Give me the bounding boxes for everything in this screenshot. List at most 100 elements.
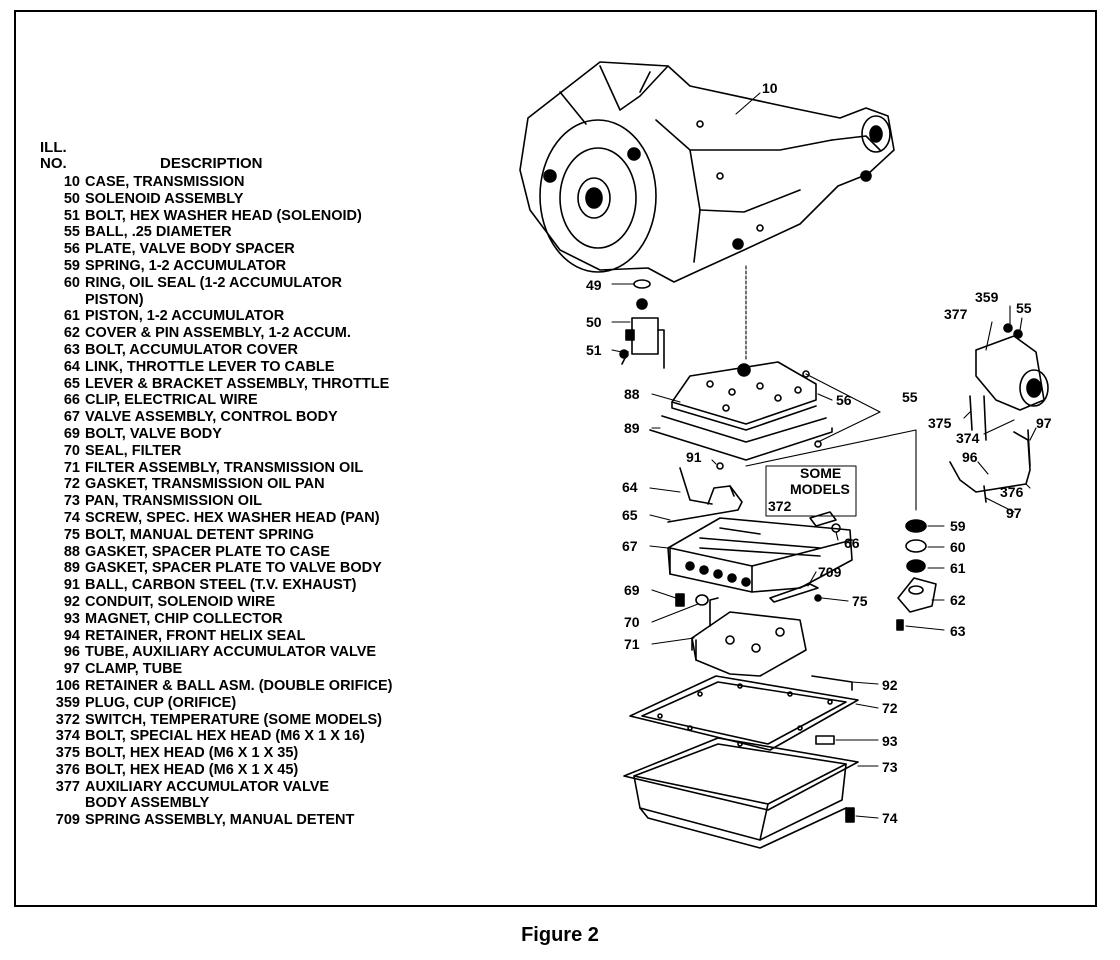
callout-96: 96 bbox=[962, 449, 978, 465]
legend-item: 67 VALVE ASSEMBLY, CONTROL BODY bbox=[40, 409, 338, 426]
legend-item-number: 92 bbox=[63, 593, 80, 610]
legend-header-no: NO. bbox=[40, 155, 67, 172]
callout-62: 62 bbox=[950, 592, 966, 608]
legend-item-number: 359 bbox=[55, 694, 80, 711]
legend-item: 55 BALL, .25 DIAMETER bbox=[40, 224, 232, 241]
legend-item-number: 96 bbox=[63, 644, 80, 661]
callout-75: 75 bbox=[852, 593, 868, 609]
callout-372: 372 bbox=[768, 498, 792, 514]
filter-drawing bbox=[691, 597, 807, 677]
callout-375: 375 bbox=[928, 415, 952, 431]
transmission-case-drawing bbox=[519, 61, 895, 283]
legend-item: 70 SEAL, FILTER bbox=[40, 443, 209, 460]
legend-item-description: VALVE ASSEMBLY, CONTROL BODY bbox=[85, 409, 338, 426]
callout-74: 74 bbox=[882, 810, 898, 826]
legend-item-number: 72 bbox=[63, 476, 80, 493]
legend-item-description: BOLT, SPECIAL HEX HEAD (M6 X 1 X 16) bbox=[85, 728, 365, 745]
figure-frame bbox=[14, 10, 1097, 907]
legend-item-description: SEAL, FILTER bbox=[85, 442, 182, 459]
legend-item-number: 91 bbox=[63, 577, 80, 594]
legend-item-description: CLIP, ELECTRICAL WIRE bbox=[85, 392, 258, 409]
legend-item-description: RETAINER, FRONT HELIX SEAL bbox=[85, 627, 306, 644]
legend-item-description: PLUG, CUP (ORIFICE) bbox=[85, 694, 237, 711]
legend-item-description: AUXILIARY ACCUMULATOR VALVE bbox=[85, 778, 330, 795]
callout-49: 49 bbox=[586, 277, 602, 293]
figure-caption: Figure 2 bbox=[521, 924, 599, 946]
legend-item-description: GASKET, SPACER PLATE TO CASE bbox=[85, 543, 330, 560]
legend-item-description: PAN, TRANSMISSION OIL bbox=[85, 493, 262, 510]
legend-item-number: 69 bbox=[63, 425, 80, 442]
callout-labels: 10 49 50 51 88 89 56 55 91 64 65 67 69 7… bbox=[586, 80, 1052, 826]
legend-item-number: 64 bbox=[63, 358, 80, 375]
legend-item-number: 94 bbox=[63, 627, 80, 644]
callout-64: 64 bbox=[622, 479, 638, 495]
legend-item-number: 55 bbox=[63, 224, 80, 241]
callout-67: 67 bbox=[622, 538, 638, 554]
legend-item-number: 75 bbox=[63, 526, 80, 543]
legend-item-description: RETAINER & BALL ASM. (DOUBLE ORIFICE) bbox=[85, 677, 393, 694]
callout-10: 10 bbox=[762, 80, 778, 96]
legend-item-description: LINK, THROTTLE LEVER TO CABLE bbox=[85, 358, 335, 375]
legend-item-number: 62 bbox=[63, 325, 80, 342]
throttle-lever-drawing bbox=[667, 467, 743, 523]
callout-60: 60 bbox=[950, 539, 966, 555]
callout-88: 88 bbox=[624, 386, 640, 402]
callout-55-aux: 55 bbox=[1016, 300, 1032, 316]
legend-item-description: GASKET, SPACER PLATE TO VALVE BODY bbox=[85, 560, 382, 577]
callout-50: 50 bbox=[586, 314, 602, 330]
legend-item-number: 10 bbox=[63, 174, 80, 190]
legend-item-number: 56 bbox=[63, 241, 80, 258]
legend-item-continuation: PISTON) bbox=[85, 291, 144, 308]
legend-item: 10 CASE, TRANSMISSION bbox=[40, 174, 245, 191]
legend-item-description: BOLT, HEX HEAD (M6 X 1 X 45) bbox=[85, 761, 299, 778]
callout-92: 92 bbox=[882, 677, 898, 693]
legend-item-number: 97 bbox=[63, 661, 80, 678]
callout-61: 61 bbox=[950, 560, 966, 576]
legend-item-number: 376 bbox=[55, 761, 80, 778]
callout-97-lower: 97 bbox=[1006, 505, 1022, 521]
legend-item-description: BOLT, ACCUMULATOR COVER bbox=[85, 341, 298, 358]
legend-item: 94 RETAINER, FRONT HELIX SEAL bbox=[40, 627, 306, 645]
legend-item: 62 COVER & PIN ASSEMBLY, 1-2 ACCUM. bbox=[40, 325, 351, 342]
legend-item-description: BOLT, HEX WASHER HEAD (SOLENOID) bbox=[85, 207, 362, 224]
legend-item-number: 88 bbox=[63, 543, 80, 560]
legend-item-number: 67 bbox=[63, 409, 80, 426]
valve-body-bolt-drawing bbox=[675, 593, 709, 607]
detent-spring-drawing bbox=[769, 583, 822, 603]
legend-item-continuation: BODY ASSEMBLY bbox=[85, 795, 210, 812]
legend-header-description: DESCRIPTION bbox=[160, 155, 263, 172]
callout-56: 56 bbox=[836, 392, 852, 408]
legend-item-description: COVER & PIN ASSEMBLY, 1-2 ACCUM. bbox=[85, 325, 351, 342]
legend-item-description: RING, OIL SEAL (1-2 ACCUMULATOR bbox=[85, 274, 342, 291]
solenoid-assembly-drawing bbox=[619, 279, 665, 369]
legend-item-description: BALL, .25 DIAMETER bbox=[85, 224, 232, 241]
legend-item-description: CASE, TRANSMISSION bbox=[85, 174, 245, 190]
legend-item-number: 59 bbox=[63, 257, 80, 274]
some-models-line1: SOME bbox=[800, 465, 841, 481]
callout-63: 63 bbox=[950, 623, 966, 639]
legend-item-number: 709 bbox=[55, 812, 80, 829]
legend-item-description: LEVER & BRACKET ASSEMBLY, THROTTLE bbox=[85, 375, 390, 392]
legend-item-number: 70 bbox=[63, 442, 80, 459]
some-models-line2: MODELS bbox=[790, 481, 850, 497]
callout-69: 69 bbox=[624, 582, 640, 598]
callout-66: 66 bbox=[844, 535, 860, 551]
